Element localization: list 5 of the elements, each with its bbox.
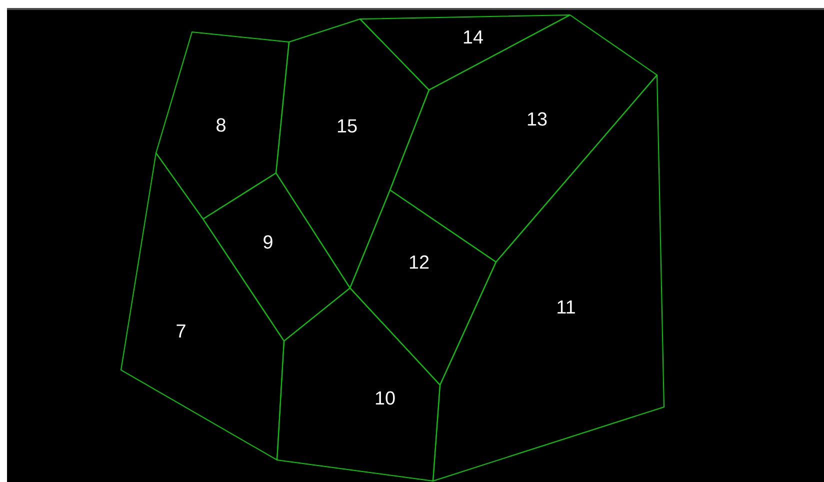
mesh-cell: 12 [350,189,496,386]
mesh-cell: 8 [156,32,290,220]
mesh-cell: 14 [360,14,570,90]
mesh-cell: 10 [276,287,440,482]
mesh-cell: 9 [202,172,350,342]
